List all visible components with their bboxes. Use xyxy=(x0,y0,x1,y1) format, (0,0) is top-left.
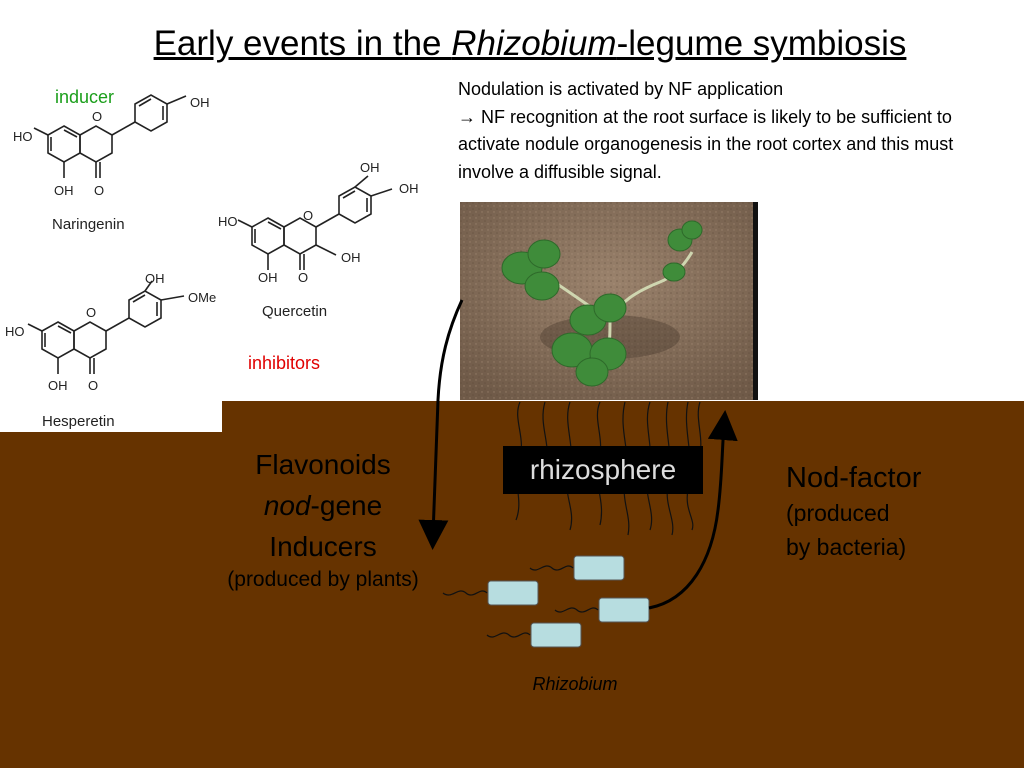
quercetin-structure xyxy=(237,175,393,270)
hesperetin-oh-b: OH xyxy=(145,271,165,286)
nod-factor-label: Nod-factor (produced by bacteria) xyxy=(786,460,1016,564)
hesperetin-structure xyxy=(27,280,185,374)
title-prefix: Early events in the xyxy=(153,24,452,63)
nod-italic: nod xyxy=(263,490,311,521)
flavonoids-line-2: nod-gene xyxy=(198,485,448,526)
quercetin-oh-b2: OH xyxy=(399,181,419,196)
naringenin-oh-b: OH xyxy=(190,95,210,110)
hesperetin-ome: OMe xyxy=(188,290,216,305)
naringenin-structure xyxy=(33,94,187,178)
naringenin-o-keto: O xyxy=(94,183,104,198)
hesperetin-oh-a: OH xyxy=(48,378,68,393)
title-italic: Rhizobium xyxy=(451,24,617,63)
bacteria-flagella xyxy=(442,565,599,638)
chemical-structures-panel xyxy=(0,78,222,432)
rhizobium-label: Rhizobium xyxy=(532,674,618,694)
bacterium-cell xyxy=(530,622,582,648)
nod-factor-arrow xyxy=(648,410,738,610)
nodulation-note: Nodulation is activated by NF applicatio… xyxy=(458,76,998,186)
quercetin-oh-a: OH xyxy=(258,270,278,285)
note-rest: NF recognition at the root surface is li… xyxy=(458,106,954,182)
quercetin-o-keto: O xyxy=(298,270,308,285)
quercetin-name: Quercetin xyxy=(262,303,327,320)
title-suffix: -legume symbiosis xyxy=(616,24,907,63)
hesperetin-o-keto: O xyxy=(88,378,98,393)
seedling-photo xyxy=(460,202,758,400)
flavonoids-line-1: Flavonoids xyxy=(255,449,391,480)
hesperetin-name: Hesperetin xyxy=(42,413,115,430)
quercetin-oh-c: OH xyxy=(341,250,361,265)
arrow-symbol: → xyxy=(458,106,476,127)
flavonoids-line-4: (produced by plants) xyxy=(227,568,419,591)
nod-factor-line-1: Nod-factor xyxy=(786,462,922,494)
hesperetin-o-ring: O xyxy=(86,305,96,320)
quercetin-o-ring: O xyxy=(303,208,313,223)
nod-factor-line-2: (produced xyxy=(786,500,890,526)
flavonoids-label: Flavonoids nod-gene Inducers (produced b… xyxy=(198,444,448,593)
bacterium-cell xyxy=(487,580,539,606)
bacterium-cell xyxy=(573,555,625,581)
naringenin-ho: HO xyxy=(13,129,33,144)
rhizobium-cells xyxy=(487,555,650,648)
bacterium-cell xyxy=(598,597,650,623)
naringenin-o-ring: O xyxy=(92,109,102,124)
inhibitors-label: inhibitors xyxy=(248,353,321,373)
flavonoids-line-3: Inducers xyxy=(269,531,377,562)
rhizosphere-label: rhizosphere xyxy=(503,446,703,494)
note-line-1: Nodulation is activated by NF applicatio… xyxy=(458,79,784,99)
gene-text: -gene xyxy=(310,490,383,521)
naringenin-name: Naringenin xyxy=(52,216,125,233)
flavonoid-arrow xyxy=(418,299,464,550)
note-body: → NF recognition at the root surface is … xyxy=(458,104,998,187)
hesperetin-ho: HO xyxy=(5,324,25,339)
slide-title: Early events in the Rhizobium-legume sym… xyxy=(0,22,1024,66)
quercetin-ho: HO xyxy=(218,214,238,229)
quercetin-oh-b1: OH xyxy=(360,160,380,175)
nod-factor-line-3: by bacteria) xyxy=(786,534,907,560)
naringenin-oh-a: OH xyxy=(54,183,74,198)
inducer-label: inducer xyxy=(55,87,115,107)
